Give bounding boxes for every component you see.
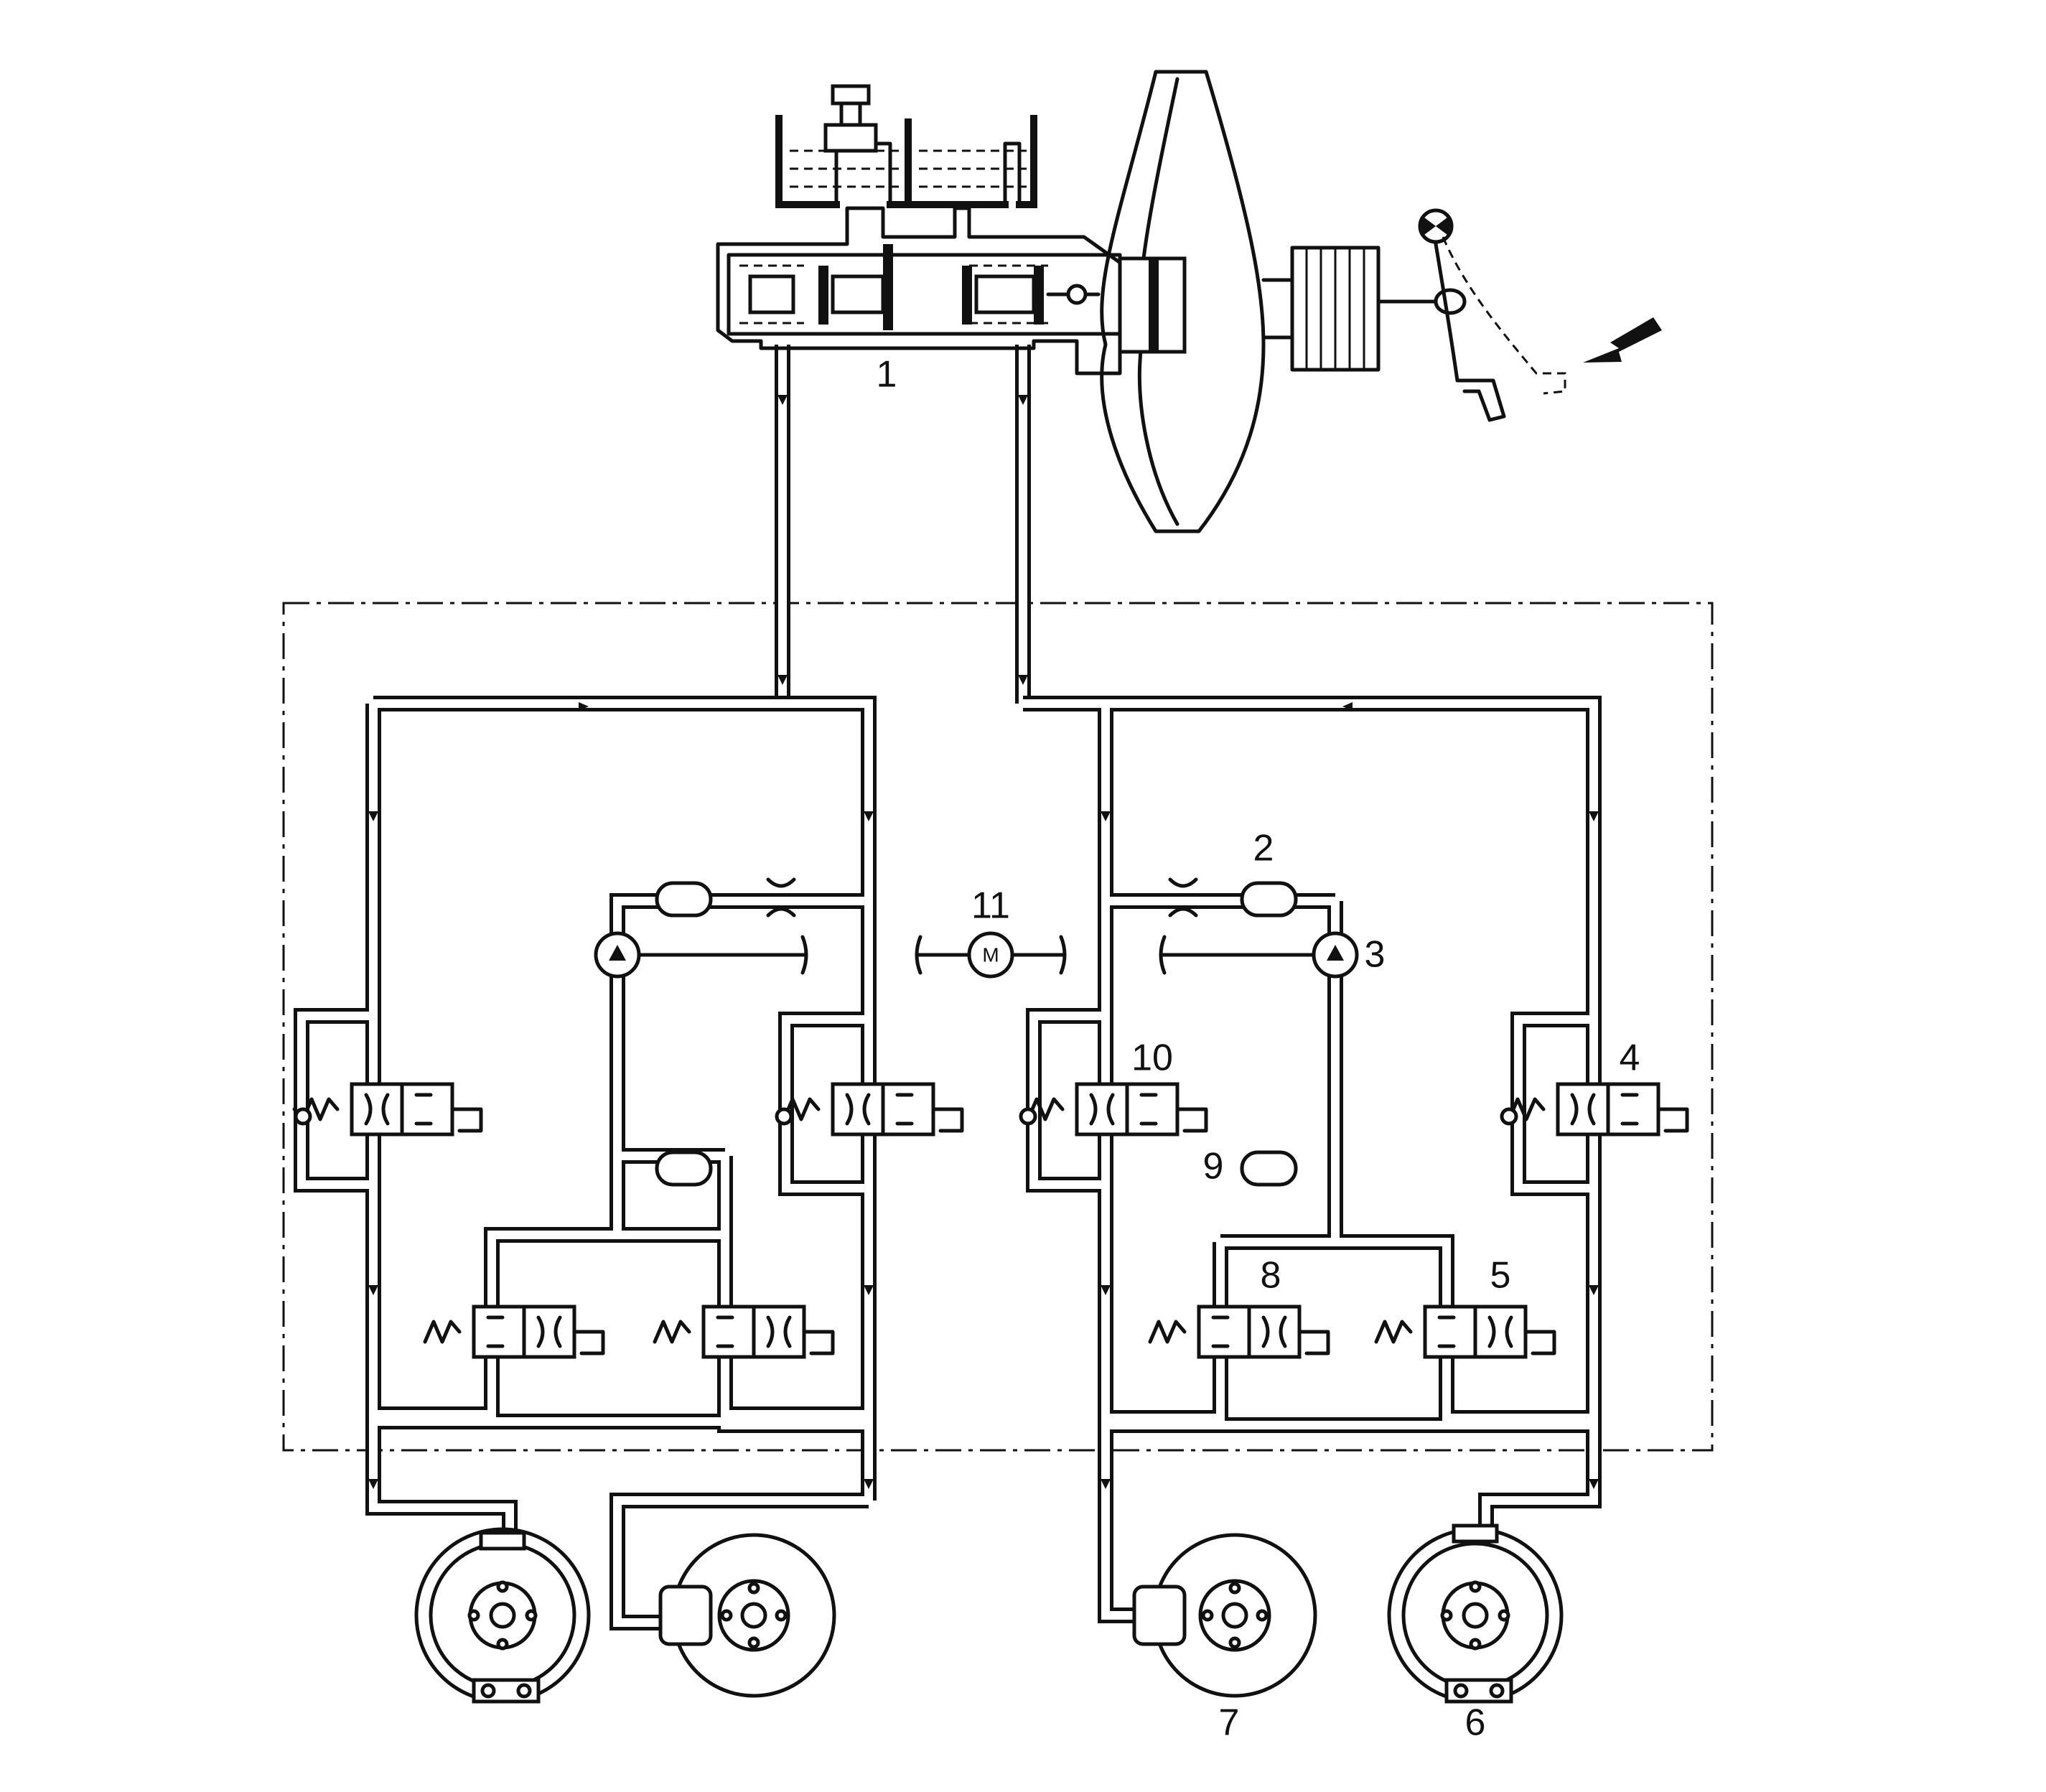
callout-8: 8 bbox=[1261, 1255, 1281, 1297]
callout-11: 11 bbox=[971, 885, 1010, 927]
callouts: 1 2 3 4 5 6 7 8 9 10 11 bbox=[877, 354, 1640, 1744]
hcu-boundary bbox=[282, 602, 1714, 1452]
accumulators bbox=[655, 881, 1298, 1187]
inlet-valve-lf bbox=[292, 1082, 483, 1137]
pump-right bbox=[1159, 931, 1359, 979]
inlet-valve-rr bbox=[1500, 1082, 1689, 1137]
callout-5: 5 bbox=[1490, 1255, 1511, 1297]
front-right-disc-brake bbox=[1132, 1533, 1317, 1698]
outlet-valve-right-1 bbox=[1148, 1305, 1330, 1359]
motor-symbol: M bbox=[982, 943, 999, 966]
brake-lines bbox=[294, 345, 1602, 1630]
isolation-valve-rf bbox=[1019, 1082, 1208, 1137]
outlet-valve-right-2 bbox=[1374, 1305, 1556, 1359]
callout-2: 2 bbox=[1253, 828, 1274, 869]
callout-10: 10 bbox=[1131, 1037, 1173, 1079]
orifices bbox=[766, 877, 1198, 918]
rear-right-drum-brake bbox=[1387, 1523, 1564, 1704]
front-left-disc-brake bbox=[658, 1533, 836, 1698]
callout-3: 3 bbox=[1365, 934, 1386, 976]
callout-4: 4 bbox=[1620, 1037, 1640, 1079]
outlet-valve-left-2 bbox=[653, 1305, 835, 1359]
inlet-valve-lr bbox=[775, 1082, 964, 1137]
callout-1: 1 bbox=[877, 354, 897, 396]
pump-left bbox=[594, 931, 808, 979]
motor-icon bbox=[967, 931, 1014, 979]
outlet-valve-left-1 bbox=[423, 1305, 605, 1359]
pedal-force-arrow-icon bbox=[1583, 317, 1662, 363]
rear-left-drum-brake bbox=[414, 1527, 591, 1704]
callout-6: 6 bbox=[1465, 1702, 1486, 1744]
master-cylinder bbox=[716, 84, 1187, 375]
callout-9: 9 bbox=[1203, 1146, 1224, 1187]
pump-motor: M bbox=[915, 931, 1067, 979]
brake-pedal bbox=[1418, 208, 1566, 422]
callout-7: 7 bbox=[1219, 1702, 1240, 1744]
